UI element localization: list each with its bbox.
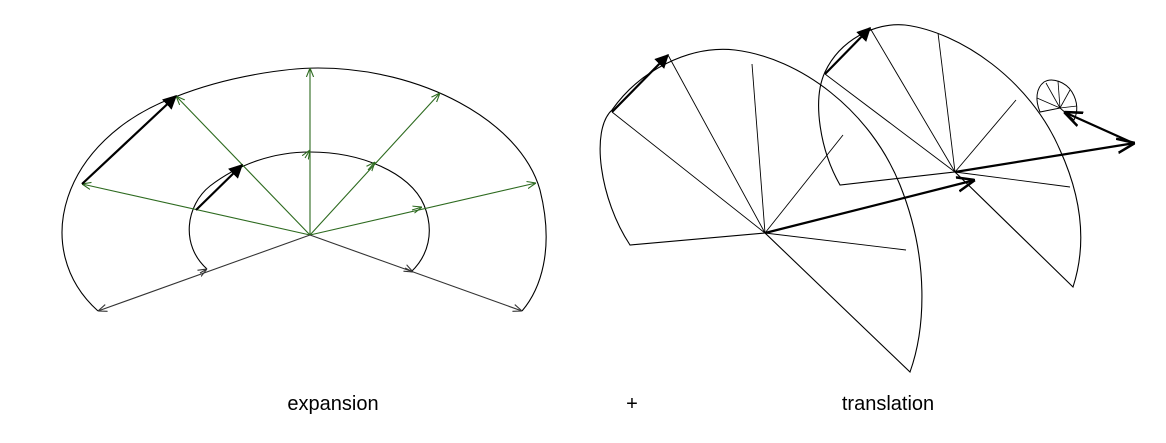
sector-spoke <box>954 99 1017 173</box>
sector-spoke <box>751 63 766 234</box>
sector-spoke <box>1036 97 1061 109</box>
radial-arrow <box>368 162 375 170</box>
sector-spoke <box>764 232 907 251</box>
tangent-arrow <box>81 95 178 185</box>
sector-spoke <box>1057 80 1061 109</box>
sector-spoke <box>667 54 766 234</box>
translation-vector <box>764 180 975 235</box>
outer-arc <box>61 67 547 312</box>
tangent-arrow <box>824 26 871 75</box>
sector-spoke <box>611 111 766 234</box>
translation-diagram <box>599 24 1135 373</box>
caption-plus: + <box>626 393 638 415</box>
radial-arrow <box>405 268 413 272</box>
sector-spoke <box>824 73 956 173</box>
tangent-arrow <box>195 164 244 211</box>
translation-vector <box>1064 112 1134 145</box>
tangent-arrow <box>611 54 669 113</box>
sector-spoke <box>869 27 956 173</box>
expansion-diagram <box>61 67 547 312</box>
radial-arrow <box>309 234 522 311</box>
sector-spoke <box>937 32 956 173</box>
sector-spoke <box>1059 89 1071 109</box>
sector-spoke <box>1059 105 1078 109</box>
radial-arrow <box>98 234 311 311</box>
caption-expansion: expansion <box>287 393 379 415</box>
sector-spoke <box>764 134 844 234</box>
radial-arrow <box>411 207 422 210</box>
caption-translation: translation <box>841 393 935 415</box>
radial-arrow <box>309 93 440 236</box>
sector-spoke <box>954 171 1071 188</box>
radial-arrow <box>176 96 311 236</box>
radial-arrow <box>309 183 536 236</box>
sector-outline <box>818 24 1082 289</box>
translation-vector <box>954 143 1135 174</box>
sector-spoke <box>1045 82 1061 109</box>
sector-outline <box>599 48 923 373</box>
radial-arrow <box>305 150 310 158</box>
inner-arc <box>188 151 430 273</box>
radial-arrow <box>200 269 207 273</box>
